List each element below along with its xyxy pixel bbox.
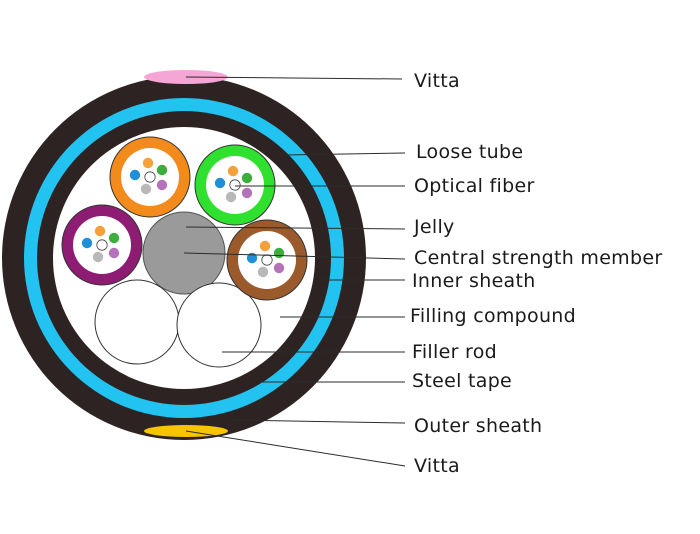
loose-tube-brown	[226, 219, 308, 301]
loose-tubes-group	[61, 136, 308, 301]
label-filler-rod: Filler rod	[412, 341, 497, 363]
optical-fiber-orange-3	[129, 169, 141, 181]
label-optical-fiber: Optical fiber	[414, 175, 535, 197]
label-jelly: Jelly	[413, 216, 455, 238]
loose-tube-purple	[61, 204, 143, 286]
optical-fiber-brown-1	[259, 240, 271, 252]
leader-vitta-top	[185, 76, 403, 80]
optical-fiber-purple-1	[94, 225, 106, 237]
optical-fiber-green-5	[225, 191, 237, 203]
optical-fiber-purple-4	[108, 247, 120, 259]
optical-fiber-brown-2	[273, 247, 285, 259]
optical-fiber-orange-1	[142, 157, 154, 169]
optical-fiber-purple-2	[108, 232, 120, 244]
optical-fiber-orange-center	[144, 171, 156, 183]
label-vitta-top: Vitta	[414, 70, 460, 92]
filler-rod-left	[94, 279, 180, 365]
label-outer-sheath: Outer sheath	[414, 415, 542, 437]
optical-fiber-green-2	[241, 172, 253, 184]
optical-fiber-purple-center	[96, 239, 108, 251]
filler-rod-right	[176, 282, 262, 368]
optical-fiber-green-4	[241, 187, 253, 199]
leader-vitta-bottom	[185, 430, 406, 467]
loose-tube-orange	[109, 136, 191, 218]
optical-fiber-orange-4	[156, 179, 168, 191]
optical-fiber-purple-3	[81, 237, 93, 249]
optical-fiber-green-center	[229, 179, 241, 191]
label-inner-sheath: Inner sheath	[412, 270, 536, 292]
optical-fiber-green-1	[227, 165, 239, 177]
label-steel-tape: Steel tape	[412, 370, 512, 392]
label-vitta-bottom: Vitta	[414, 455, 460, 477]
optical-fiber-orange-2	[156, 164, 168, 176]
leader-loose-tube	[284, 152, 406, 156]
optical-fiber-brown-5	[257, 266, 269, 278]
optical-fiber-orange-5	[140, 183, 152, 195]
label-loose-tube: Loose tube	[416, 141, 523, 163]
label-central-strength-member: Central strength member	[414, 247, 662, 269]
leader-central-strength-member	[183, 252, 406, 260]
optical-fiber-green-3	[214, 177, 226, 189]
leader-jelly	[185, 226, 406, 230]
leader-outer-sheath	[229, 419, 406, 424]
optical-fiber-brown-center	[261, 254, 273, 266]
label-filling-compound: Filling compound	[410, 305, 576, 327]
loose-tube-green	[194, 144, 276, 226]
optical-fiber-brown-4	[273, 262, 285, 274]
optical-fiber-purple-5	[92, 251, 104, 263]
